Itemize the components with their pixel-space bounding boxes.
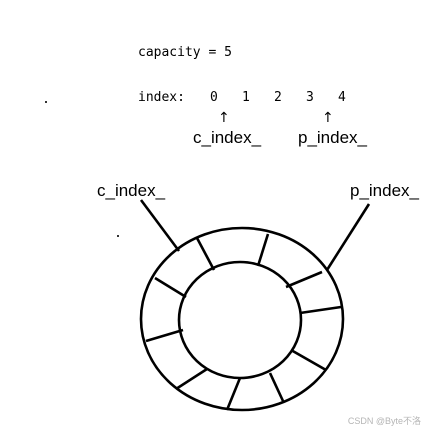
c-index-pointer-line: [139, 199, 181, 252]
index-1: 1: [242, 90, 250, 105]
ring-outer: [139, 226, 345, 412]
p-index-pointer-line: [325, 203, 371, 271]
stray-dot: [45, 101, 47, 103]
p-index-arrow-icon: ↑: [322, 110, 334, 126]
ring-divider: [175, 367, 208, 391]
index-label: index:: [138, 90, 185, 105]
c-index-pointer-label: c_index_: [193, 128, 262, 147]
index-2: 2: [274, 90, 282, 105]
ring-p-index-label: p_index_: [350, 181, 420, 200]
ring-divider: [195, 237, 216, 271]
capacity-text: capacity = 5: [138, 45, 232, 60]
ring-divider: [225, 377, 242, 411]
ring-divider: [268, 372, 285, 402]
index-4: 4: [338, 90, 346, 105]
ring-divider: [145, 328, 184, 343]
ring-divider: [299, 305, 342, 315]
ring-inner: [177, 260, 303, 380]
c-index-arrow-icon: ↑: [218, 110, 230, 126]
ring-divider: [154, 276, 187, 299]
index-3: 3: [306, 90, 314, 105]
stray-dot: [117, 235, 119, 237]
index-0: 0: [210, 90, 218, 105]
p-index-pointer-label: p_index_: [298, 128, 368, 147]
ring-divider: [256, 233, 270, 267]
watermark: CSDN @Byte不洛: [347, 416, 421, 426]
ring-divider: [285, 270, 323, 289]
ring-divider: [290, 348, 327, 372]
ring-c-index-label: c_index_: [97, 181, 166, 200]
